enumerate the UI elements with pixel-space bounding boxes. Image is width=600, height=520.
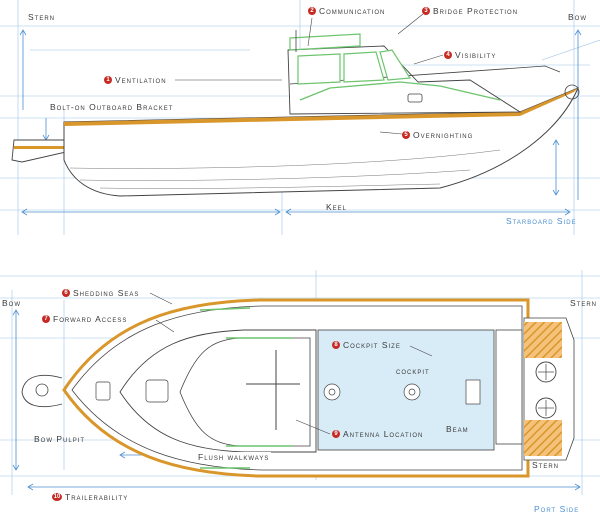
callout-label: Forward Access [53, 314, 128, 324]
transom [495, 329, 523, 445]
callout-number: 2 [308, 7, 316, 15]
callout-communication: 2 Communication [308, 6, 385, 16]
callout-label: Communication [319, 6, 386, 16]
callout-number: 5 [402, 131, 410, 139]
hull-strakes [69, 149, 501, 189]
cabin-window-1 [297, 53, 341, 85]
roof-rail [289, 33, 361, 51]
antenna-mount [246, 350, 300, 430]
callout-number: 3 [422, 7, 430, 15]
callout-label: Overnighting [413, 130, 474, 140]
cabin-window-2 [343, 51, 385, 83]
cockpit-fittings [95, 379, 481, 405]
callout-cockpit-size: 8 Cockpit Size [332, 340, 401, 350]
top-rails [199, 307, 292, 469]
callout-shedding-seas: 6 Shedding Seas [62, 288, 139, 298]
bow-pulpit [21, 374, 63, 408]
callout-label: Visibility [455, 50, 497, 60]
bracket-stripe [14, 146, 66, 149]
bow-pulpit-label: Bow Pulpit [34, 434, 86, 444]
starboard-label: Starboard Side [506, 216, 577, 226]
callout-forward-access: 7 Forward Access [42, 314, 127, 324]
bow-anchor [564, 84, 580, 100]
side-callout-leaders [175, 13, 444, 135]
callout-antenna-location: 9 Antenna Location [332, 429, 423, 439]
flush-walkways-label: Flush walkways [196, 452, 272, 462]
callout-number: 1 [104, 76, 112, 84]
callout-number: 10 [52, 493, 62, 501]
callout-visibility: 4 Visibility [444, 50, 496, 60]
callout-label: Bridge Protection [433, 6, 519, 16]
top-callout-leaders [149, 292, 433, 435]
side-bow-label: Bow [568, 12, 587, 22]
callout-number: 9 [332, 430, 340, 438]
keel-label: Keel [326, 202, 348, 212]
top-view [0, 270, 600, 495]
callout-label: Antenna Location [343, 429, 424, 439]
port-side-label: Port Side [534, 504, 580, 514]
callout-ventilation: 1 Ventilation [104, 75, 167, 85]
cabin-window-3 [379, 49, 412, 81]
top-bow-label: Bow [2, 298, 21, 308]
callout-trailerability: 10 Trailerability [52, 492, 128, 502]
callout-number: 8 [332, 341, 340, 349]
callout-number: 4 [444, 51, 452, 59]
side-rail [299, 81, 501, 101]
cockpit-dimension-label: cockpit [396, 366, 430, 376]
callout-number: 7 [42, 315, 50, 323]
callout-label: Cockpit Size [343, 340, 401, 350]
callout-overnighting: 5 Overnighting [402, 130, 473, 140]
top-stern-label-lower: Stern [532, 460, 560, 470]
side-dimension-arrows [19, 29, 582, 216]
beam-label: Beam [446, 424, 469, 434]
callout-number: 6 [62, 289, 70, 297]
callout-bridge-protection: 3 Bridge Protection [422, 6, 518, 16]
bracket-label: Bolt-on Outboard Bracket [50, 102, 174, 112]
top-stern-label-upper: Stern [570, 298, 598, 308]
hull-sheer-stripe [64, 88, 578, 126]
callout-label: Trailerability [65, 492, 129, 502]
outboard-bracket [11, 139, 67, 163]
stern-hatch-bottom [524, 420, 562, 456]
callout-label: Ventilation [115, 75, 167, 85]
side-view [0, 0, 600, 235]
stern-hatch-top [524, 322, 562, 358]
side-stern-label: Stern [28, 12, 56, 22]
callout-label: Shedding Seas [73, 288, 140, 298]
